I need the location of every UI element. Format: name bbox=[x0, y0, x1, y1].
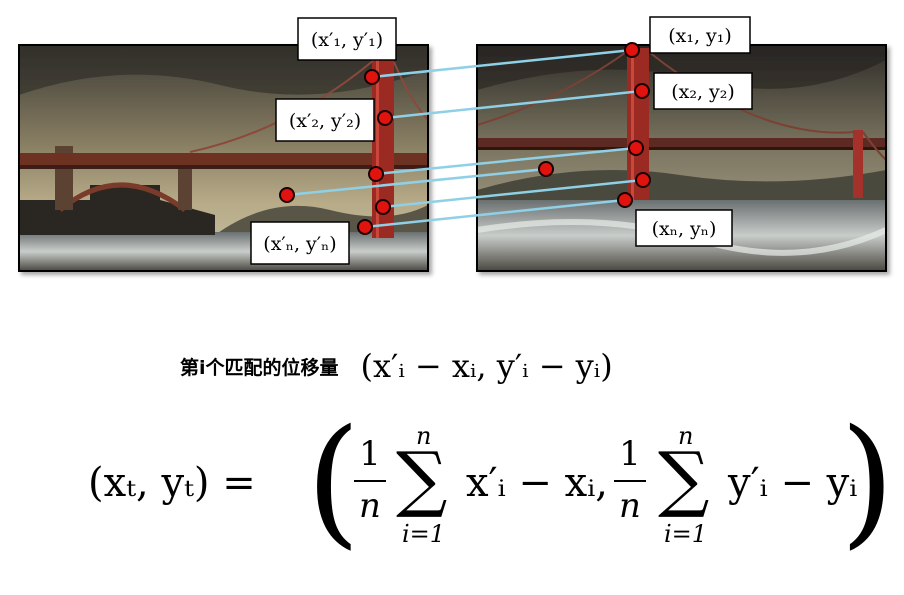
left-label-n: (x′ₙ, y′ₙ) bbox=[250, 221, 350, 265]
formula-lhs: (xₜ, yₜ) = bbox=[88, 460, 256, 506]
feature-point bbox=[375, 199, 391, 215]
fraction-denominator-2: n bbox=[619, 486, 641, 526]
svg-text:(xₙ, yₙ): (xₙ, yₙ) bbox=[652, 218, 717, 240]
match-line bbox=[375, 146, 637, 176]
svg-text:(x₁, y₁): (x₁, y₁) bbox=[668, 25, 732, 47]
fraction-bar-2 bbox=[614, 480, 646, 482]
right-label-n: (xₙ, yₙ) bbox=[635, 209, 733, 247]
caption-expression: (x′ᵢ − xᵢ, y′ᵢ − yᵢ) bbox=[360, 347, 613, 385]
feature-point bbox=[364, 69, 380, 85]
feature-point bbox=[624, 42, 640, 58]
formula-term-x: x′ᵢ − xᵢ, bbox=[466, 460, 608, 506]
match-line bbox=[364, 198, 626, 229]
feature-points bbox=[279, 42, 651, 235]
feature-point bbox=[279, 187, 295, 203]
fraction-denominator-1: n bbox=[359, 486, 381, 526]
feature-point bbox=[538, 161, 554, 177]
sum-upper-limit-2: n bbox=[678, 422, 694, 450]
feature-point bbox=[635, 172, 651, 188]
formula-term-y: y′ᵢ − yᵢ bbox=[728, 460, 858, 506]
summation-symbol-2: ∑ bbox=[658, 436, 710, 520]
feature-point bbox=[634, 83, 650, 99]
fraction-numerator-2: 1 bbox=[619, 434, 641, 474]
svg-text:(x₂, y₂): (x₂, y₂) bbox=[671, 81, 735, 103]
caption-text: 第i个匹配的位移量 bbox=[180, 356, 339, 379]
displacement-caption: 第i个匹配的位移量 (x′ᵢ − xᵢ, y′ᵢ − yᵢ) bbox=[180, 346, 613, 386]
feature-point bbox=[368, 166, 384, 182]
feature-point bbox=[628, 140, 644, 156]
match-lines bbox=[286, 48, 644, 229]
sum-lower-limit-2: i=1 bbox=[664, 520, 708, 548]
feature-point bbox=[617, 192, 633, 208]
summation-symbol-1: ∑ bbox=[396, 436, 448, 520]
translation-formula: (xₜ, yₜ) = ( 1 n n ∑ i=1 x′ᵢ − xᵢ, 1 n n… bbox=[88, 412, 895, 560]
match-line bbox=[286, 167, 547, 197]
left-big-paren: ( bbox=[306, 400, 361, 563]
feature-point bbox=[377, 110, 393, 126]
fraction-bar-1 bbox=[354, 480, 386, 482]
svg-text:(x′ₙ, y′ₙ): (x′ₙ, y′ₙ) bbox=[263, 233, 336, 255]
svg-text:(x′₁, y′₁): (x′₁, y′₁) bbox=[311, 29, 383, 51]
right-label-2: (x₂, y₂) bbox=[653, 72, 753, 110]
fraction-numerator-1: 1 bbox=[359, 434, 381, 474]
sum-lower-limit-1: i=1 bbox=[402, 520, 446, 548]
left-label-2: (x′₂, y′₂) bbox=[275, 98, 375, 142]
feature-point bbox=[357, 219, 373, 235]
match-line bbox=[371, 48, 633, 79]
right-big-paren: ) bbox=[840, 400, 895, 563]
match-line bbox=[382, 178, 644, 209]
left-label-1: (x′₁, y′₁) bbox=[297, 17, 397, 61]
sum-upper-limit-1: n bbox=[416, 422, 432, 450]
right-label-1: (x₁, y₁) bbox=[649, 16, 751, 54]
svg-text:(x′₂, y′₂): (x′₂, y′₂) bbox=[289, 110, 361, 132]
match-line bbox=[384, 89, 643, 120]
